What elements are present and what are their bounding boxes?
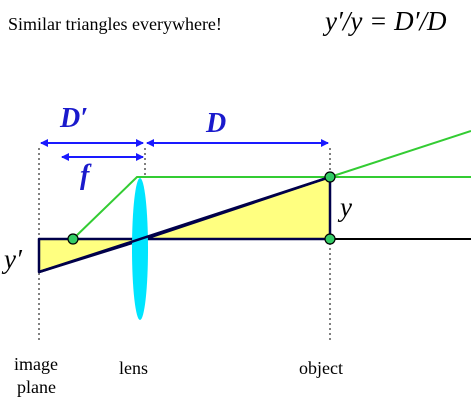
formula-text: y′/y = D′/D (322, 6, 447, 36)
image-plane-label-line1: image (14, 354, 58, 374)
green-ray-upper (72, 176, 471, 240)
image-plane-label-line2: plane (17, 377, 56, 397)
object-label: object (299, 358, 343, 378)
focal-point-dot (67, 233, 79, 245)
lens-shape (132, 178, 148, 320)
d-label: D (205, 108, 226, 139)
green-ray-outgoing (329, 130, 471, 178)
y-label: y (337, 192, 352, 222)
f-label: f (80, 160, 92, 191)
lens-label: lens (119, 358, 148, 378)
central-ray-line (38, 175, 331, 274)
y-prime-label: y′ (1, 244, 23, 274)
d-prime-label: D′ (59, 103, 88, 134)
caption-text: Similar triangles everywhere! (8, 14, 222, 34)
object-top-dot (324, 171, 336, 183)
object-base-dot (324, 233, 336, 245)
